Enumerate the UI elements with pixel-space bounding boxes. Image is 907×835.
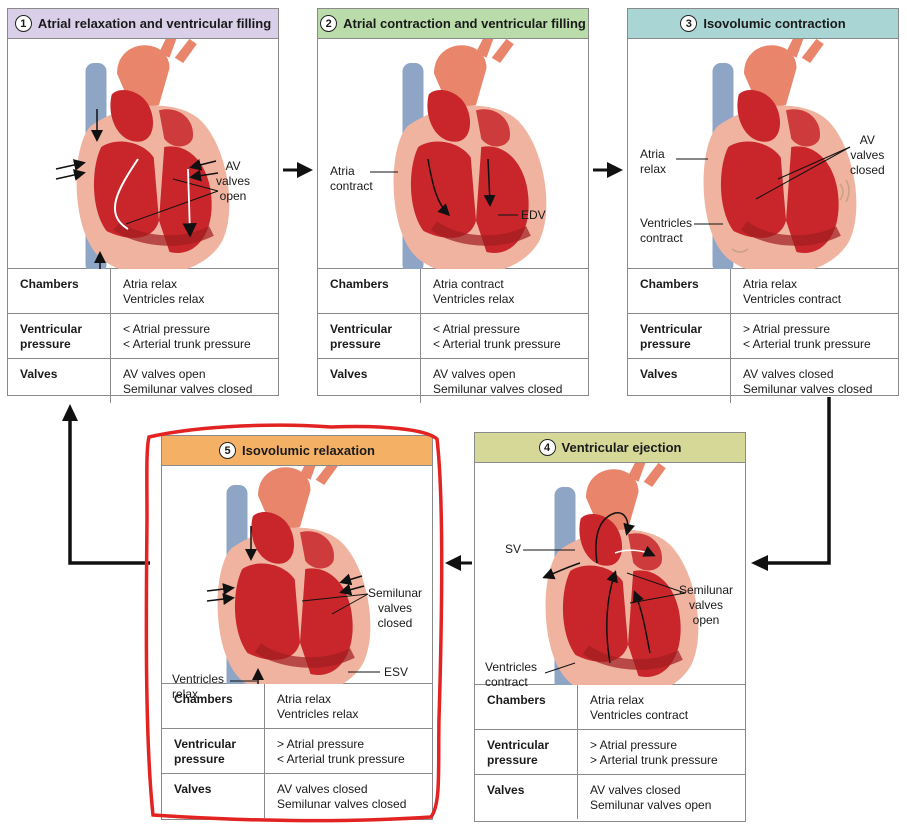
table-row: Valves AV valves closed Semilunar valves … [162,773,432,818]
heart-illustration: Atria relax AV valves closed Ventricles … [628,39,898,269]
heart-diagram [676,39,900,269]
table-row: Valves AV valves open Semilunar valves cl… [8,358,278,403]
stage-2-header: 2 Atrial contraction and ventricular fil… [318,9,588,39]
pressure-value: > Atrial pressure > Arterial trunk press… [577,729,745,775]
row-label: Chambers [628,269,731,314]
table-row: Ventricular pressure> Atrial pressure > … [475,729,745,775]
row-label: Ventricular pressure [628,313,731,359]
chambers-value: Atria relax Ventricles relax [264,684,432,729]
row-label: Chambers [318,269,421,314]
row-label: Valves [318,358,421,403]
row-label: Chambers [475,685,578,730]
stage-title: Isovolumic relaxation [242,443,375,458]
esv-label: ESV [384,665,409,679]
valves-value: AV valves closed Semilunar valves closed [743,367,873,396]
ventricles-contract-label: Ventricles contract [485,660,538,689]
stage-3-panel: 3 Isovolumic contraction Atria relax AV … [627,8,899,403]
heart-diagram [523,463,747,685]
edv-label: EDV [521,208,546,222]
chambers-value: Atria relax Ventricles relax [110,269,278,314]
ventricles-contract-label: Ventricles contract [640,216,693,245]
stage-title: Ventricular ejection [561,440,682,455]
stage-5-header: 5 Isovolumic relaxation [162,436,432,466]
stage-1-header: 1 Atrial relaxation and ventricular fill… [8,9,278,39]
stage-2-panel: 2 Atrial contraction and ventricular fil… [317,8,589,403]
arrow-2-to-3 [593,162,623,178]
valves-value: AV valves open Semilunar valves closed [433,367,563,396]
table-row: Ventricular pressure> Atrial pressure < … [162,728,432,774]
stage-1-panel: 1 Atrial relaxation and ventricular fill… [7,8,279,403]
stage-number-badge: 3 [680,15,698,32]
heart-diagram [206,466,380,684]
row-label: Ventricular pressure [162,728,265,774]
atria-contract-label: Atria contract [330,164,373,193]
stage-number-badge: 2 [320,15,338,32]
stage-title: Atrial contraction and ventricular filli… [343,16,586,31]
pressure-value: > Atrial pressure < Arterial trunk press… [264,728,432,774]
heart-illustration: Atria contract EDV [318,39,588,269]
stage-title: Isovolumic contraction [703,16,846,31]
pressure-value: < Atrial pressure < Arterial trunk press… [110,313,278,359]
table-row: Valves AV valves closed Semilunar valves … [628,358,898,403]
stage-3-header: 3 Isovolumic contraction [628,9,898,39]
heart-illustration: Semilunar valves closed ESV Ventricles r… [162,466,432,701]
arrow-4-to-5 [445,555,472,571]
stage-4-panel: 4 Ventricular ejection SV Semilunar valv… [474,432,746,822]
row-label: Ventricular pressure [8,313,111,359]
row-label: Ventricular pressure [475,729,578,775]
stage-title: Atrial relaxation and ventricular fillin… [37,16,272,31]
row-label: Valves [8,358,111,403]
valves-value: AV valves closed Semilunar valves closed [277,782,407,811]
sv-label: SV [505,542,522,556]
table-row: Valves AV valves closed Semilunar valves … [475,774,745,819]
heart-diagram [370,39,590,269]
heart-illustration: SV Semilunar valves open Ventricles cont… [475,463,747,689]
atria-relax-label: Atria relax [640,147,667,176]
stage-5-panel: 5 Isovolumic relaxation Semilunar valves… [161,435,433,820]
pressure-value: > Atrial pressure < Arterial trunk press… [730,313,898,359]
row-label: Valves [475,774,578,819]
stage-4-header: 4 Ventricular ejection [475,433,745,463]
av-valves-label: AV valves open [216,159,251,203]
chambers-value: Atria relax Ventricles contract [730,269,898,314]
valves-value: AV valves closed Semilunar valves open [590,783,712,812]
semilunar-valves-open-label: Semilunar valves open [679,583,734,627]
table-row: Valves AV valves open Semilunar valves cl… [318,358,588,403]
ventricles-relax-label: Ventricles relax [172,672,225,701]
valves-value: AV valves open Semilunar valves closed [123,367,253,396]
stage-number-badge: 5 [219,442,237,459]
arrow-1-to-2 [283,162,313,178]
chambers-value: Atria contract Ventricles relax [420,269,588,314]
table-row: Ventricular pressure< Atrial pressure < … [318,313,588,359]
row-label: Valves [162,773,265,818]
row-label: Chambers [8,269,111,314]
stage-number-badge: 4 [538,439,556,456]
arrow-5-to-1 [62,404,150,565]
chambers-value: Atria relax Ventricles contract [577,685,745,730]
pressure-value: < Atrial pressure < Arterial trunk press… [420,313,588,359]
arrow-3-to-4 [751,397,831,571]
heart-illustration: AV valves open [8,39,278,269]
av-valves-closed-label: AV valves closed [850,133,885,177]
semilunar-valves-closed-label: Semilunar valves closed [368,586,423,630]
row-label: Ventricular pressure [318,313,421,359]
table-row: Ventricular pressure> Atrial pressure < … [628,313,898,359]
heart-diagram [55,39,280,269]
stage-number-badge: 1 [14,15,32,32]
table-row: Ventricular pressure< Atrial pressure < … [8,313,278,359]
row-label: Valves [628,358,731,403]
